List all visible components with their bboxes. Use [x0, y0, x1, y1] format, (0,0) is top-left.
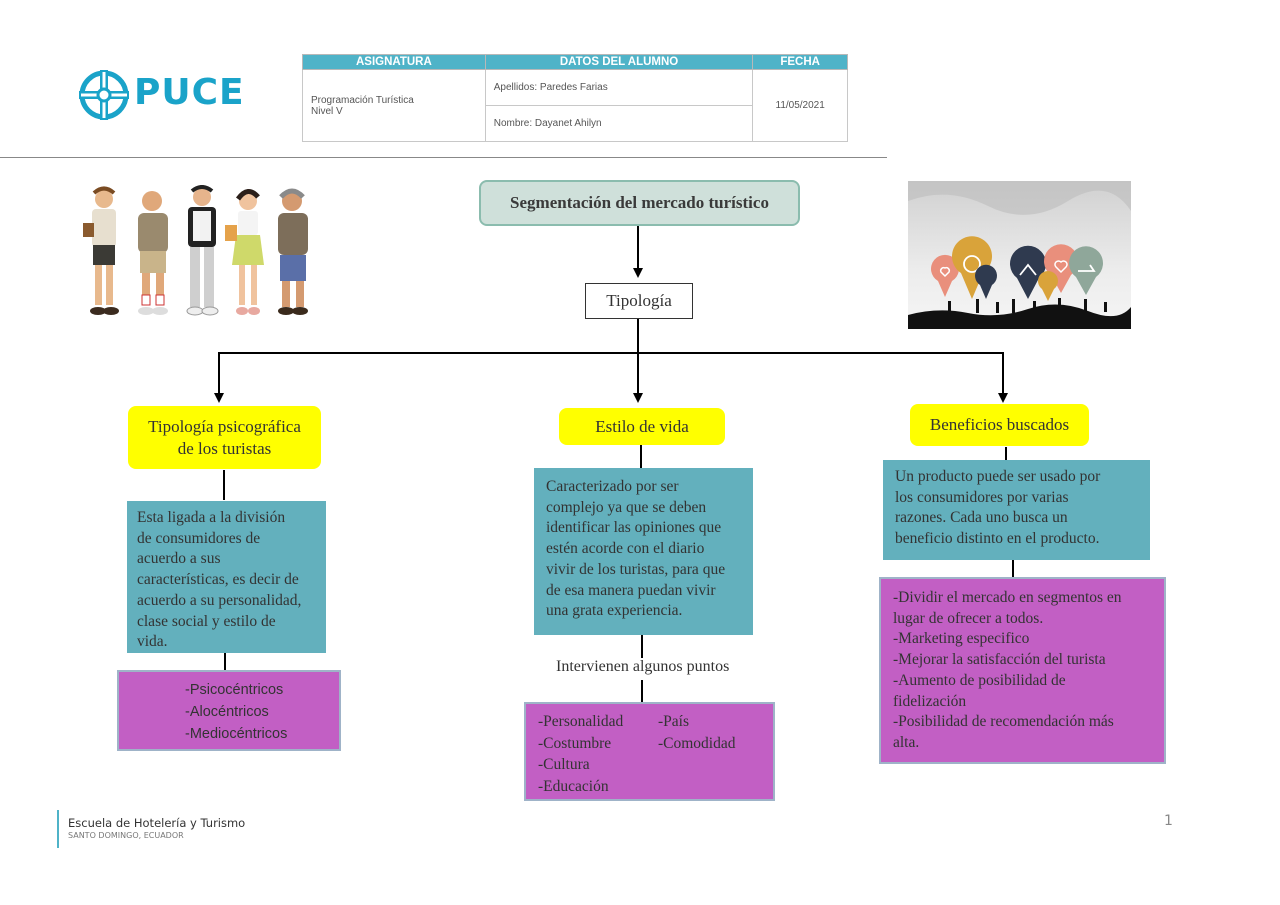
beneficios-items: -Dividir el mercado en segmentos en luga… [879, 577, 1166, 764]
beneficios-item: alta. [893, 733, 920, 751]
estilo-item: -Costumbre [538, 734, 612, 752]
arrowhead-center [633, 393, 643, 403]
diagram-title: Segmentación del mercado turístico [479, 180, 800, 226]
beneficios-item: -Aumento de posibilidad de [893, 671, 1066, 689]
nombre-cell: Nombre: Dayanet Ahilyn [484, 105, 754, 142]
asignatura-level: Nivel V [311, 105, 343, 117]
estilo-heading: Estilo de vida [559, 408, 725, 445]
psicografica-desc-line: vida. [137, 633, 168, 651]
psicografica-heading-line2: de los turistas [177, 438, 272, 458]
tourists-illustration [83, 185, 308, 316]
puce-logo-icon [79, 70, 129, 120]
arrowhead-tipologia [633, 268, 643, 278]
beneficios-item: -Dividir el mercado en segmentos en [893, 589, 1122, 606]
connector-title-tipologia [637, 223, 639, 269]
connector-tipologia-branches [637, 318, 639, 394]
estilo-connector-text: Intervienen algunos puntos [556, 658, 730, 675]
estilo-desc-line: Caracterizado por ser [546, 478, 679, 495]
beneficios-item: -Posibilidad de recomendación más [893, 713, 1114, 731]
connector-beneficios-desc-items [1012, 560, 1014, 577]
estilo-items-col2: -País -Comodidad [658, 711, 736, 754]
logo-text: PUCE [134, 72, 245, 113]
psicografica-items: -Psicocéntricos -Alocéntricos -Mediocént… [117, 670, 341, 751]
estilo-items: -Personalidad -Costumbre -Cultura -Educa… [524, 702, 775, 801]
travel-pins-photo [908, 181, 1131, 329]
estilo-item: -País [658, 713, 689, 730]
psicografica-item: -Alocéntricos [185, 704, 269, 720]
estilo-item: -Educación [538, 777, 609, 795]
puce-logo: PUCE [76, 68, 246, 122]
psicografica-item: -Psicocéntricos [185, 682, 284, 698]
arrowhead-left [214, 393, 224, 403]
beneficios-desc-line: los consumidores por varias [895, 488, 1069, 506]
beneficios-item: fidelización [893, 692, 967, 710]
psicografica-desc-line: acuerdo a su personalidad, [137, 591, 302, 609]
estilo-desc-line: una grata experiencia. [546, 602, 683, 620]
fecha-cell: 11/05/2021 [752, 69, 848, 142]
beneficios-desc-line: razones. Cada uno busca un [895, 509, 1068, 527]
estilo-desc-line: complejo ya que se deben [546, 498, 707, 516]
psicografica-desc-line: clase social y estilo de [137, 612, 276, 630]
psicografica-heading-line1: Tipología psicográfica [148, 416, 301, 436]
asignatura-name: Programación Turística [311, 94, 414, 106]
psicografica-desc-line: Esta ligada a la división [137, 509, 286, 526]
estilo-desc-line: identificar las opiniones que [546, 519, 722, 537]
column-datos-alumno: DATOS DEL ALUMNO [484, 54, 754, 70]
estilo-item: -Comodidad [658, 734, 736, 752]
estilo-items-col1: -Personalidad -Costumbre -Cultura -Educa… [538, 711, 623, 797]
footer-accent-bar [57, 810, 59, 848]
connector-beneficios-heading-desc [1005, 447, 1007, 460]
estilo-desc-line: estén acorde con el diario [546, 540, 705, 558]
connector-branch-left [218, 352, 220, 394]
psicografica-desc-line: acuerdo a sus [137, 550, 221, 568]
beneficios-desc-line: Un producto puede ser usado por [895, 468, 1101, 485]
connector-estilo-heading-desc [640, 445, 642, 468]
psicografica-description: Esta ligada a la división de consumidore… [127, 501, 326, 653]
psicografica-item: -Mediocéntricos [185, 726, 288, 742]
connector-estilo-desc-text [641, 635, 643, 658]
estilo-item: -Personalidad [538, 713, 624, 730]
beneficios-description: Un producto puede ser usado por los cons… [883, 460, 1150, 560]
estilo-item: -Cultura [538, 756, 590, 773]
psicografica-desc-line: características, es decir de [137, 571, 299, 589]
page-number: 1 [1164, 813, 1173, 829]
header-divider [0, 157, 887, 158]
column-asignatura: ASIGNATURA [302, 54, 486, 70]
tipologia-node: Tipología [585, 283, 693, 319]
psicografica-desc-line: de consumidores de [137, 529, 261, 547]
column-fecha: FECHA [752, 54, 848, 70]
student-info-table: ASIGNATURA DATOS DEL ALUMNO FECHA Progra… [302, 54, 848, 142]
beneficios-heading: Beneficios buscados [910, 404, 1089, 446]
beneficios-item: lugar de ofrecer a todos. [893, 609, 1044, 627]
psicografica-heading: Tipología psicográfica de los turistas [128, 406, 321, 469]
connector-estilo-text-items [641, 680, 643, 702]
beneficios-item: -Mejorar la satisfacción del turista [893, 651, 1106, 669]
beneficios-desc-line: beneficio distinto en el producto. [895, 530, 1100, 548]
estilo-desc-line: de esa manera puedan vivir [546, 581, 716, 599]
footer-subtitle: SANTO DOMINGO, ECUADOR [68, 831, 184, 840]
beneficios-item: -Marketing especifico [893, 630, 1030, 648]
apellidos-cell: Apellidos: Paredes Farias [484, 69, 754, 106]
connector-psico-desc-items [224, 653, 226, 670]
asignatura-cell: Programación Turística Nivel V [302, 69, 486, 142]
estilo-description: Caracterizado por ser complejo ya que se… [534, 468, 753, 635]
estilo-desc-line: vivir de los turistas, para que [546, 560, 726, 578]
arrowhead-right [998, 393, 1008, 403]
connector-branch-horizontal [218, 352, 1004, 354]
footer-title: Escuela de Hotelería y Turismo [68, 816, 246, 830]
connector-psico-heading-desc [223, 470, 225, 500]
connector-branch-right [1002, 352, 1004, 394]
